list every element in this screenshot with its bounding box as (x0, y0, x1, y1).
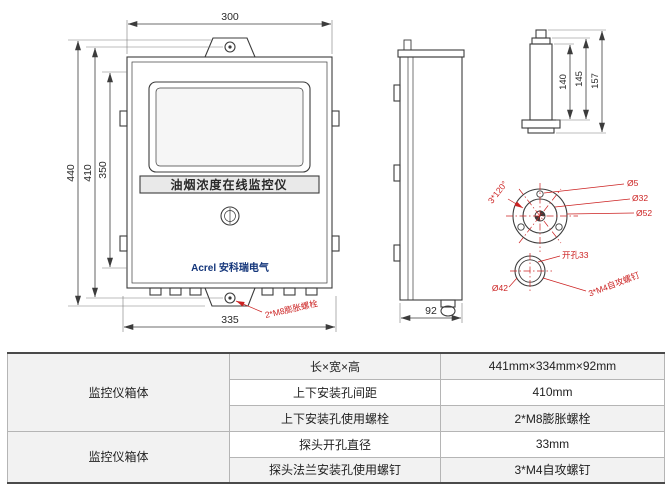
spec-value: 410mm (440, 378, 665, 406)
latch-right-top (331, 110, 340, 127)
spec-name: 长×宽×高 (229, 352, 441, 380)
extension-lines-front (68, 20, 337, 332)
spec-name: 上下安装孔间距 (229, 378, 441, 406)
bottom-mounting-hole (224, 292, 236, 304)
hinge (393, 164, 401, 182)
spec-value: 2*M8膨胀螺栓 (440, 404, 665, 432)
dimension-lines-probe (567, 30, 605, 133)
dimension-lines-front (75, 21, 336, 330)
group-label-enclosure: 监控仪箱体 (7, 352, 230, 432)
dim-probe-overall: 157 (590, 73, 601, 89)
spec-value: 441mm×334mm×92mm (440, 352, 665, 380)
table-row: 监控仪箱体 长×宽×高 441mm×334mm×92mm (7, 352, 665, 432)
bottom-gland (440, 299, 456, 308)
side-view (393, 39, 465, 317)
spec-value: 3*M4自攻螺钉 (440, 456, 665, 484)
top-mounting-hole (224, 41, 236, 53)
brand-label: Acrel 安科瑞电气 (191, 261, 269, 274)
latch-left-bottom (119, 235, 128, 252)
inner-dia-label: Ø32 (632, 193, 648, 203)
drawing-labels: 300 440 410 350 335 92 140 145 157 油烟浓度在… (65, 11, 652, 326)
side-lid-edge (397, 49, 465, 58)
cable-gland (305, 287, 318, 296)
dim-probe-body: 140 (558, 74, 569, 90)
probe-view (521, 29, 561, 134)
hole-pattern-note: 3*120° (486, 179, 510, 205)
table-row: 上下安装孔使用螺栓 2*M8膨胀螺栓 (8, 404, 665, 432)
group-label-probe: 监控仪箱体 (7, 430, 230, 484)
probe-nub (535, 29, 547, 39)
hole-dia-label: Ø5 (627, 178, 639, 188)
anchor-bolt-note: 2*M8膨胀螺栓 (264, 298, 319, 320)
hinge (393, 84, 401, 102)
screw-note: 3*M4自攻螺钉 (587, 270, 641, 299)
table-row: 上下安装孔间距 410mm (8, 378, 665, 406)
dim-depth: 92 (425, 305, 437, 317)
side-outline (399, 56, 463, 301)
front-view (119, 37, 340, 307)
spec-name: 探头法兰安装孔使用螺钉 (229, 456, 441, 484)
probe-flange (521, 119, 561, 129)
dim-probe-mid: 145 (574, 71, 585, 87)
dim-overall-height: 440 (65, 164, 77, 182)
probe-lip (527, 127, 555, 134)
dim-body-height: 350 (97, 161, 109, 179)
outer-dia-label: Ø52 (636, 208, 652, 218)
flange-detail (506, 183, 635, 292)
spec-value: 33mm (440, 430, 665, 458)
red-leader-lines (507, 183, 635, 292)
logo-emblem (220, 206, 240, 226)
cable-gland (261, 287, 274, 296)
flange-dia-label: Ø42 (492, 283, 508, 293)
centerlines (506, 183, 578, 291)
dim-hole-spacing: 410 (82, 164, 94, 182)
extension-lines-probe (548, 29, 606, 134)
enclosure-inner-frame (131, 61, 328, 284)
latch-right-bottom (331, 235, 340, 252)
extension-lines-side (399, 303, 463, 323)
cable-gland (169, 287, 182, 296)
hinge (393, 244, 401, 262)
probe-cap (531, 37, 551, 45)
table-row: 探头法兰安装孔使用螺钉 3*M4自攻螺钉 (8, 456, 665, 484)
opening-note: 开孔33 (562, 250, 589, 260)
latch-left-top (119, 110, 128, 127)
enclosure-outline (126, 56, 333, 289)
side-top-tab (403, 39, 412, 51)
cable-gland (189, 287, 202, 296)
title-band (139, 175, 320, 194)
spec-name: 探头开孔直径 (229, 430, 441, 458)
cable-gland (283, 287, 296, 296)
spec-name: 上下安装孔使用螺栓 (229, 404, 441, 432)
bottom-mounting-tab (204, 287, 256, 307)
spec-table: 监控仪箱体 长×宽×高 441mm×334mm×92mm 上下安装孔间距 410… (7, 352, 665, 484)
probe-body (529, 43, 553, 121)
cable-gland (149, 287, 162, 296)
top-mounting-tab (204, 37, 256, 58)
bolt-hole (555, 223, 563, 231)
display-screen (148, 81, 311, 173)
table-row: 监控仪箱体 探头开孔直径 33mm (7, 430, 665, 484)
bolt-hole (517, 223, 525, 231)
dim-top-width: 300 (221, 11, 239, 23)
dim-bottom-width: 335 (221, 314, 239, 326)
technical-drawing: 300 440 410 350 335 92 140 145 157 油烟浓度在… (65, 11, 652, 332)
anchor-note-leader (235, 300, 263, 313)
device-title: 油烟浓度在线监控仪 (170, 177, 287, 192)
